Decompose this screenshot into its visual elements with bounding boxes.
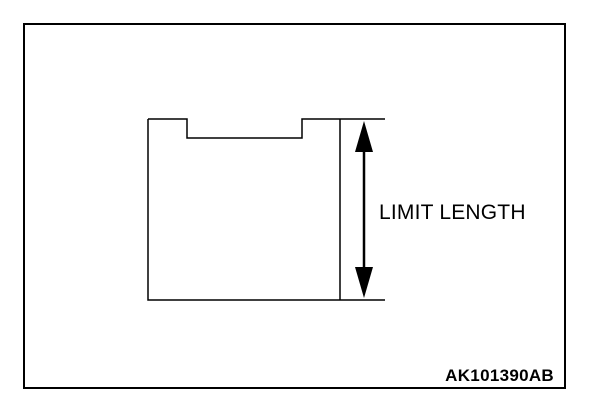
arrow-down-icon	[355, 267, 373, 298]
arrow-up-icon	[355, 121, 373, 152]
block-outline-left-bottom	[147, 119, 340, 301]
limit-length-label: LIMIT LENGTH	[379, 201, 526, 224]
figure-code-label: AK101390AB	[445, 366, 554, 385]
figure-frame	[23, 23, 566, 389]
block-outline-top-notch	[148, 118, 340, 139]
